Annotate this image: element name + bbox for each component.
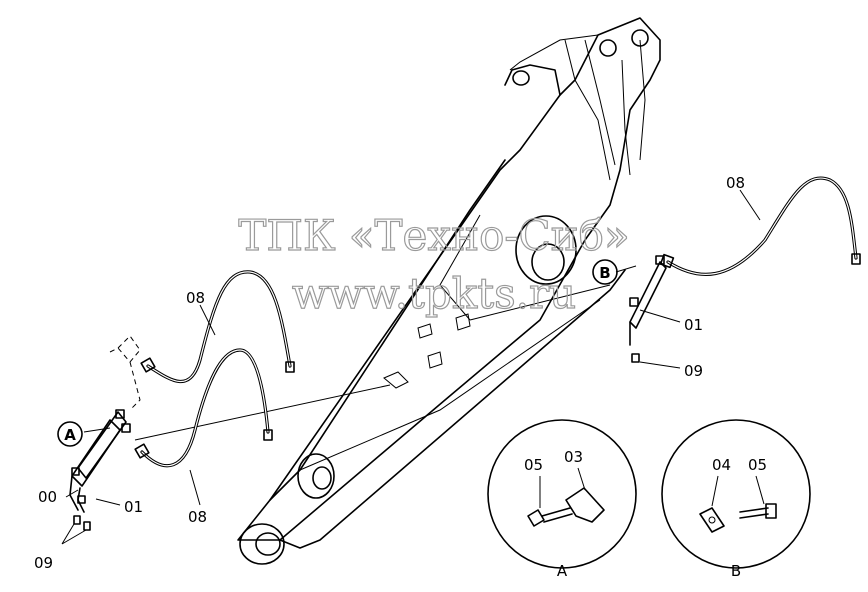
hose-upper-left [146,270,292,383]
callout-a-circle [57,421,83,447]
detail-a [487,419,637,569]
detail-b-title: B [731,562,741,580]
label-hose-right: 08 [726,174,745,192]
label-hose-upper-left: 08 [186,289,205,307]
detail-a-title: A [557,562,568,580]
hose-fittings [134,253,861,459]
callout-b-letter: B [599,264,610,282]
left-pipe-clamp [69,409,131,531]
detail-b [661,419,811,569]
hose-lower-left [140,348,270,468]
label-detail-b-bolt: 05 [748,456,767,474]
label-bolt-left: 09 [34,554,53,572]
pipe-route-line [134,384,391,441]
watermark-url: www.tpkts.ru [292,269,576,318]
bracket-leader [109,347,141,411]
right-pipe-clamp [629,255,667,363]
label-hose-lower-left: 08 [188,508,207,526]
label-fitting-left: 00 [38,488,57,506]
callout-b-circle [592,259,618,285]
leader-lines [61,189,761,545]
hose-right [666,176,858,276]
label-detail-a-bolt: 05 [524,456,543,474]
label-bolt-right: 09 [684,362,703,380]
label-clamp-right: 01 [684,316,703,334]
watermark-company: ТПК «Техно-Сиб» [238,211,629,260]
bracket-outline [117,335,141,363]
label-detail-a-plate: 03 [564,448,583,466]
label-clamp-left: 01 [124,498,143,516]
callout-a-letter: A [64,426,76,444]
boom-arm [237,17,661,565]
label-detail-b-clip: 04 [712,456,731,474]
